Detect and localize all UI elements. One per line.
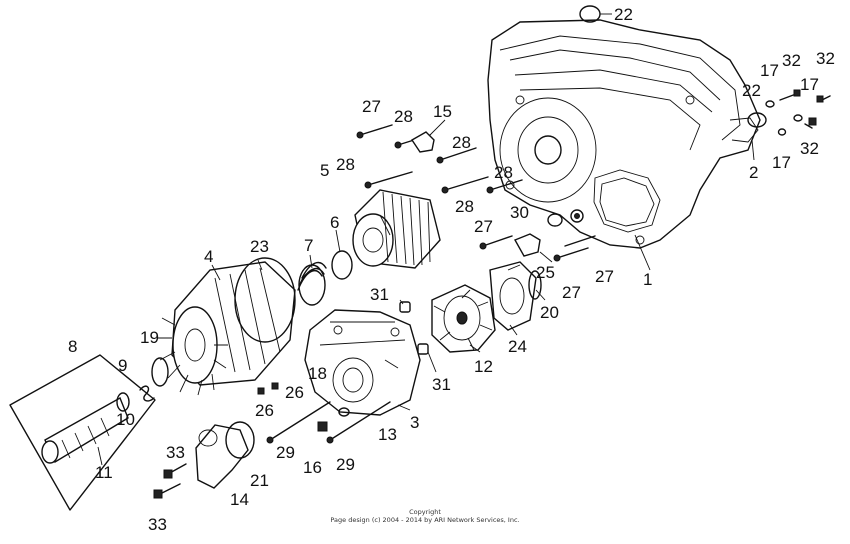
dowel-pin [417,343,429,355]
callout-17b: 17 [800,75,819,94]
callout-27b: 27 [474,217,493,236]
callout-26a: 26 [255,401,274,420]
callout-32b: 32 [816,49,835,68]
callout-11: 11 [95,463,113,482]
callout-28b: 28 [452,133,471,152]
callout-2: 2 [749,163,758,182]
bolts-lower [257,382,391,444]
callout-19: 19 [140,328,159,347]
callout-5: 5 [320,161,329,180]
callout-14: 14 [230,490,249,509]
dowel-pin [399,301,411,313]
callout-8: 8 [68,337,77,356]
oil-pipe-elbow [153,421,255,499]
callout-12: 12 [474,357,493,376]
callout-32c: 32 [800,139,819,158]
callout-26b: 26 [285,383,304,402]
callout-33b: 33 [148,515,167,534]
callout-28d: 28 [494,163,513,182]
callout-16: 16 [303,458,322,477]
callout-33a: 33 [166,443,185,462]
callout-27c: 27 [595,267,614,286]
callout-17c: 17 [772,153,791,172]
callout-31b: 31 [432,375,451,394]
callout-6: 6 [330,213,339,232]
callout-23: 23 [250,237,269,256]
callout-18: 18 [308,364,327,383]
callout-28e: 28 [455,197,474,216]
callout-17a: 17 [760,61,779,80]
pump-rotor [431,284,496,353]
filter-cover [158,257,296,396]
callout-22b: 22 [742,81,761,100]
callout-25: 25 [536,263,555,282]
crankcase-cover [487,19,761,249]
callout-3: 3 [410,413,419,432]
copyright-line-1: Copyright [409,508,441,516]
callout-32a: 32 [782,51,801,70]
callout-27d: 27 [562,283,581,302]
callout-7: 7 [304,236,313,255]
filter-spring [297,261,327,306]
oil-strainer-assembly [9,354,169,511]
pump-shaft-parts [489,261,542,331]
callout-27a: 27 [362,97,381,116]
oil-filter-element [352,189,441,269]
callout-labels: 1 2 3 4 5 6 7 8 9 10 11 12 13 14 15 16 1… [68,5,835,534]
bolts-28-27 [356,124,596,262]
callout-4: 4 [204,247,213,266]
leader-lines [211,119,755,411]
bolts-upper-right [747,89,831,136]
washer-30 [547,213,563,227]
callout-29a: 29 [276,443,295,462]
callout-24: 24 [508,337,527,356]
callout-30: 30 [510,203,529,222]
callout-1: 1 [643,270,652,289]
pump-gear [513,233,541,257]
callout-22a: 22 [614,5,633,24]
callout-13: 13 [378,425,397,444]
callout-29b: 29 [336,455,355,474]
copyright-line-2: Page design (c) 2004 - 2014 by ARI Netwo… [330,516,519,524]
filter-o-ring [331,250,353,280]
callout-15: 15 [433,102,452,121]
callout-28c: 28 [336,155,355,174]
callout-9: 9 [118,356,127,375]
oil-pump-body [304,309,421,416]
callout-21: 21 [250,471,269,490]
callout-31a: 31 [370,285,389,304]
callout-20: 20 [540,303,559,322]
callout-10: 10 [116,410,135,429]
callout-28a: 28 [394,107,413,126]
